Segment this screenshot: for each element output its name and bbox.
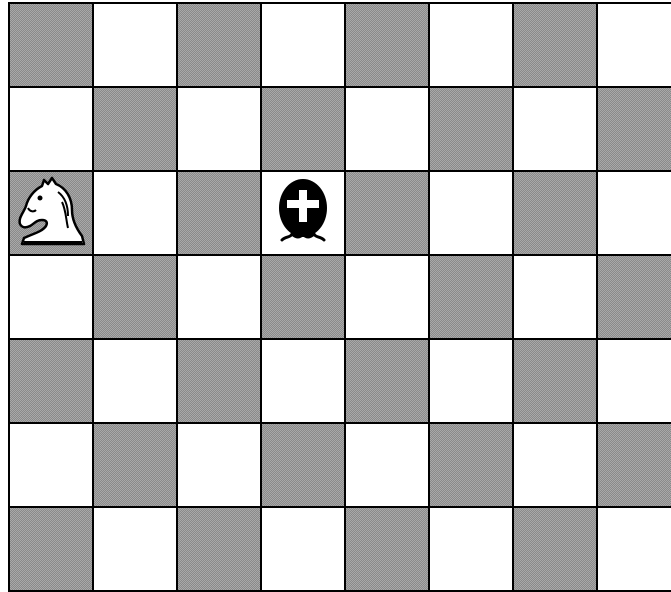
- board-square[interactable]: [262, 508, 346, 592]
- board-square[interactable]: [10, 88, 94, 172]
- board-square[interactable]: [10, 340, 94, 424]
- board-square[interactable]: [430, 172, 514, 256]
- board-square[interactable]: [10, 424, 94, 508]
- board-square[interactable]: [514, 508, 598, 592]
- board-square[interactable]: [10, 508, 94, 592]
- board-square[interactable]: [94, 508, 178, 592]
- white-knight[interactable]: [10, 172, 92, 254]
- board-square[interactable]: [178, 4, 262, 88]
- board-square[interactable]: [10, 172, 94, 256]
- board-square[interactable]: [430, 256, 514, 340]
- board-square[interactable]: [262, 424, 346, 508]
- board-square[interactable]: [10, 256, 94, 340]
- board-square[interactable]: [178, 340, 262, 424]
- board-square[interactable]: [514, 172, 598, 256]
- board-square[interactable]: [346, 88, 430, 172]
- board-square[interactable]: [346, 508, 430, 592]
- board-square[interactable]: [514, 88, 598, 172]
- board-square[interactable]: [346, 4, 430, 88]
- board-square[interactable]: [430, 88, 514, 172]
- board-square[interactable]: [430, 340, 514, 424]
- board-square[interactable]: [94, 256, 178, 340]
- board-square[interactable]: [430, 424, 514, 508]
- board-square[interactable]: [598, 256, 671, 340]
- board-square[interactable]: [178, 88, 262, 172]
- board-square[interactable]: [178, 424, 262, 508]
- board-square[interactable]: [598, 172, 671, 256]
- board-square[interactable]: [598, 4, 671, 88]
- board-square[interactable]: [10, 4, 94, 88]
- board-square[interactable]: [430, 508, 514, 592]
- board-square[interactable]: [178, 256, 262, 340]
- board-square[interactable]: [346, 172, 430, 256]
- board-square[interactable]: [346, 340, 430, 424]
- board-square[interactable]: [94, 424, 178, 508]
- board-square[interactable]: [598, 508, 671, 592]
- board-square[interactable]: [514, 424, 598, 508]
- board-square[interactable]: [262, 88, 346, 172]
- board-square[interactable]: [346, 256, 430, 340]
- board-square[interactable]: [94, 340, 178, 424]
- board-square[interactable]: [514, 4, 598, 88]
- board-square[interactable]: [430, 4, 514, 88]
- board-square[interactable]: [346, 424, 430, 508]
- board-square[interactable]: [262, 172, 346, 256]
- board-square[interactable]: [598, 424, 671, 508]
- board-square[interactable]: [94, 172, 178, 256]
- board-square[interactable]: [262, 340, 346, 424]
- board-square[interactable]: [514, 340, 598, 424]
- board-square[interactable]: [262, 256, 346, 340]
- board-square[interactable]: [178, 172, 262, 256]
- chess-board: [8, 2, 671, 592]
- board-square[interactable]: [598, 340, 671, 424]
- board-square[interactable]: [178, 508, 262, 592]
- white-knight-icon: [10, 172, 92, 254]
- board-square[interactable]: [94, 88, 178, 172]
- board-square[interactable]: [598, 88, 671, 172]
- black-bishop[interactable]: [262, 172, 344, 254]
- board-square[interactable]: [94, 4, 178, 88]
- black-bishop-icon: [262, 172, 344, 254]
- board-square[interactable]: [262, 4, 346, 88]
- board-square[interactable]: [514, 256, 598, 340]
